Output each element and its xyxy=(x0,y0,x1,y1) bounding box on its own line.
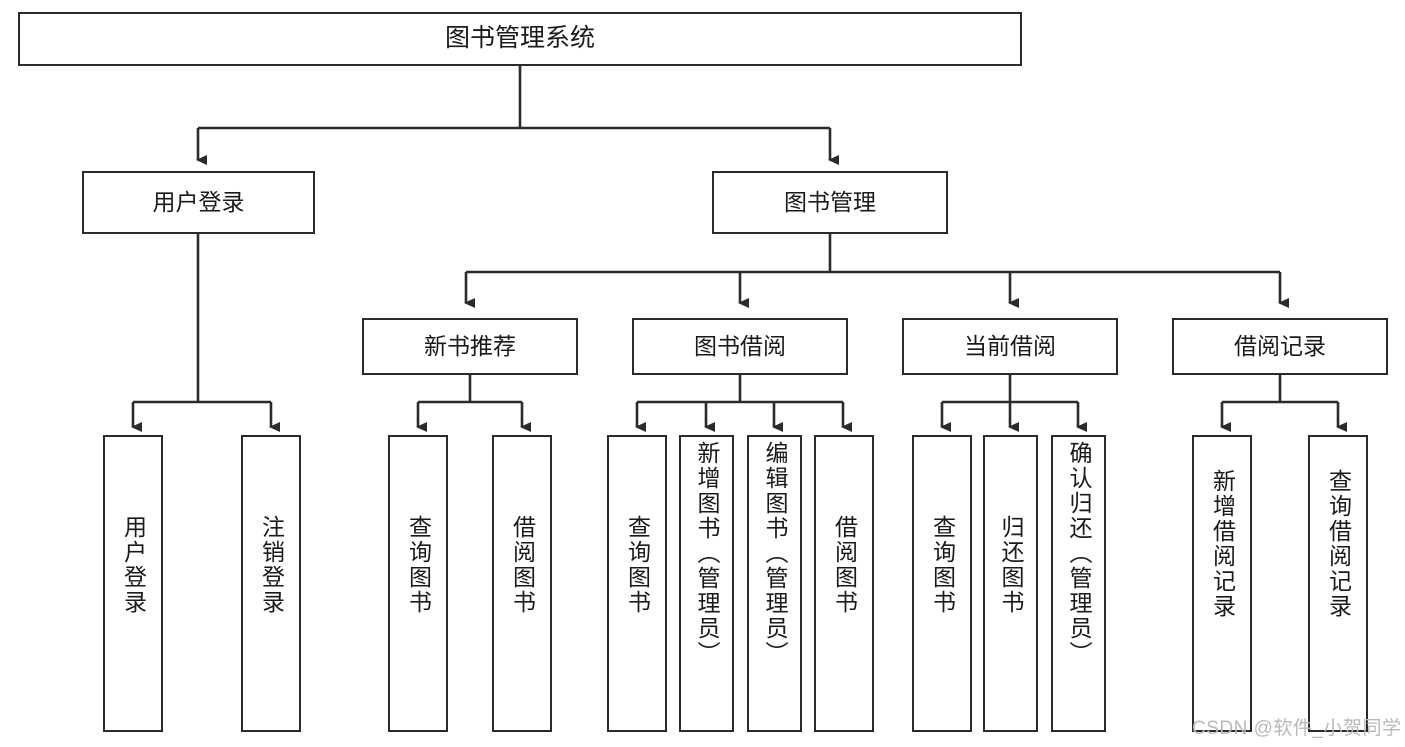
node-label: 图书借阅 xyxy=(694,332,786,359)
node-label: 借阅记录 xyxy=(1234,332,1326,359)
node-label: 新增图书（管理员） xyxy=(694,441,720,666)
node-label: 注销登录 xyxy=(258,515,285,615)
node-label: 借阅图书 xyxy=(509,515,536,615)
leaf-records-query-record[interactable]: 查询借阅记录 xyxy=(1308,435,1368,732)
leaf-borrow-add-book-admin[interactable]: 新增图书（管理员） xyxy=(679,435,734,732)
leaf-recommend-borrow-book[interactable]: 借阅图书 xyxy=(492,435,552,732)
node-book-borrow[interactable]: 图书借阅 xyxy=(632,318,848,375)
node-current-borrow[interactable]: 当前借阅 xyxy=(902,318,1118,375)
node-label: 归还图书 xyxy=(998,515,1024,615)
node-borrow-records[interactable]: 借阅记录 xyxy=(1172,318,1388,375)
node-label: 新增借阅记录 xyxy=(1209,469,1236,619)
node-new-book-recommend[interactable]: 新书推荐 xyxy=(362,318,578,375)
leaf-recommend-query-book[interactable]: 查询图书 xyxy=(388,435,448,732)
node-label: 新书推荐 xyxy=(424,332,516,359)
node-label: 借阅图书 xyxy=(831,515,858,615)
leaf-user-login-signout[interactable]: 注销登录 xyxy=(241,435,301,732)
leaf-borrow-query-book[interactable]: 查询图书 xyxy=(607,435,667,732)
node-label: 查询借阅记录 xyxy=(1325,469,1352,619)
node-label: 确认归还（管理员） xyxy=(1066,441,1092,666)
leaf-borrow-edit-book-admin[interactable]: 编辑图书（管理员） xyxy=(747,435,802,732)
node-book-management[interactable]: 图书管理 xyxy=(712,171,948,234)
node-label: 图书管理系统 xyxy=(444,24,595,53)
leaf-current-return-book[interactable]: 归还图书 xyxy=(983,435,1038,732)
node-root-system[interactable]: 图书管理系统 xyxy=(18,12,1022,66)
leaf-borrow-borrow-book[interactable]: 借阅图书 xyxy=(814,435,874,732)
node-label: 查询图书 xyxy=(405,515,432,615)
node-label: 编辑图书（管理员） xyxy=(762,441,788,666)
node-label: 当前借阅 xyxy=(964,332,1056,359)
leaf-records-add-record[interactable]: 新增借阅记录 xyxy=(1192,435,1252,732)
leaf-user-login-signin[interactable]: 用户登录 xyxy=(103,435,163,732)
node-label: 查询图书 xyxy=(929,515,956,615)
node-label: 查询图书 xyxy=(624,515,651,615)
node-label: 用户登录 xyxy=(120,515,147,615)
leaf-current-confirm-return-admin[interactable]: 确认归还（管理员） xyxy=(1051,435,1106,732)
node-label: 图书管理 xyxy=(784,188,876,215)
node-user-login[interactable]: 用户登录 xyxy=(82,171,315,234)
csdn-watermark: CSDN @软件_小贺同学 xyxy=(1192,718,1402,739)
leaf-current-query-book[interactable]: 查询图书 xyxy=(912,435,972,732)
node-label: 用户登录 xyxy=(152,188,245,215)
